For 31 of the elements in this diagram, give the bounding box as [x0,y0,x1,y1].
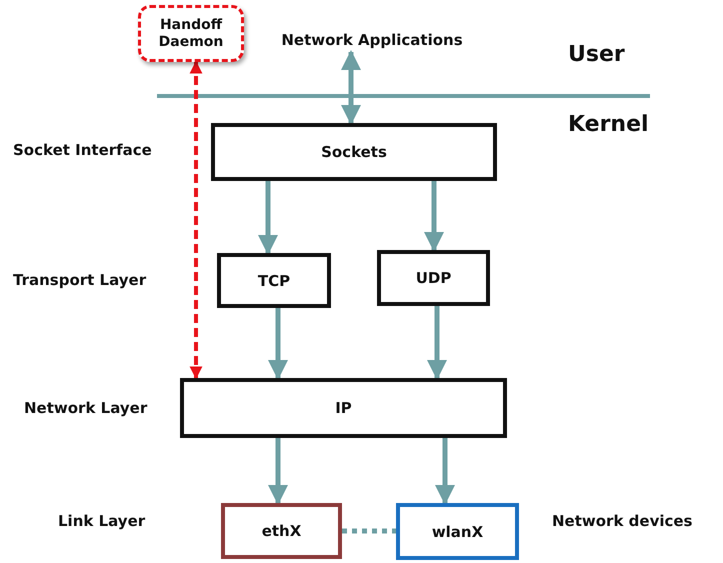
node-text: TCP [258,272,290,290]
arrow [258,181,278,255]
arrow [268,438,288,505]
daemon-box [138,5,244,62]
arrow [435,438,455,505]
arrow [190,60,202,380]
layer-label: Network Layer [24,399,148,417]
layer-label: Kernel [568,112,649,137]
protocol-box [377,250,490,306]
device-box [396,503,519,560]
node-text: IP [335,399,352,417]
arrow [268,308,288,380]
arrow [427,306,447,380]
layer-label: Link Layer [58,512,146,530]
layer-label: Network devices [552,512,692,530]
layer-label: Socket Interface [13,141,152,159]
layer-box [211,123,497,181]
arrow [341,50,361,125]
node-text: wlanX [432,522,484,540]
layer-box [180,378,507,438]
device-box [221,503,342,559]
node-text: Network Applications [281,31,463,49]
layer-label: Transport Layer [13,271,146,289]
node-text: Handoff Daemon [158,16,224,50]
node-text: UDP [416,269,452,287]
arrow [424,181,444,252]
layer-label: User [568,42,625,67]
node-text: ethX [262,522,302,540]
node-text: Sockets [321,143,387,161]
protocol-box [217,253,331,308]
connector-line [342,528,396,534]
